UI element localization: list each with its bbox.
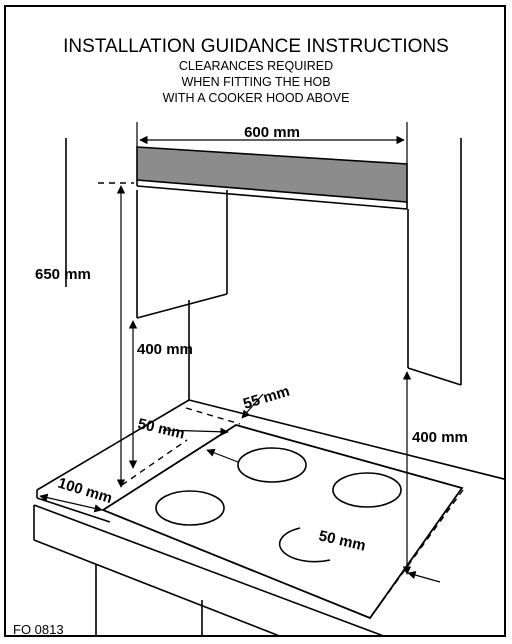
hob-outline xyxy=(100,423,463,619)
dimension-50-left: 50 mm xyxy=(121,415,238,486)
left-side-label: 100 mm xyxy=(55,474,113,507)
diagram-frame: INSTALLATION GUIDANCE INSTRUCTIONS CLEAR… xyxy=(4,5,506,637)
dimension-650: 650 mm xyxy=(35,181,134,488)
left-wall-cabinet xyxy=(64,137,228,400)
right-clearance-label: 400 mm xyxy=(412,429,468,446)
figure-code: FO 0813 xyxy=(13,622,64,637)
left-clearance-label: 400 mm xyxy=(137,341,193,358)
hood-width-label: 600 mm xyxy=(244,124,300,141)
dimension-600: 600 mm xyxy=(135,121,408,164)
dimension-400-left: 400 mm xyxy=(128,319,193,469)
cooker-hood xyxy=(135,145,408,210)
burner-front-left xyxy=(154,489,225,526)
dimension-100: 100 mm xyxy=(38,474,114,512)
subtitle-line-3: WITH A COOKER HOOD ABOVE xyxy=(162,91,349,105)
burner-back-left xyxy=(236,446,307,483)
right-edge-label: 50 mm xyxy=(317,527,367,554)
dimension-50-right: 50 mm xyxy=(317,489,464,618)
left-rear-label: 50 mm xyxy=(136,415,186,442)
hood-height-label: 650 mm xyxy=(35,266,91,283)
rear-clearance-label: 55 mm xyxy=(241,382,291,412)
installation-diagram: INSTALLATION GUIDANCE INSTRUCTIONS CLEAR… xyxy=(13,36,504,637)
hob xyxy=(100,423,463,619)
hood-panel xyxy=(135,145,408,203)
subtitle-line-2: WHEN FITTING THE HOB xyxy=(181,75,330,89)
burner-back-right xyxy=(331,471,402,508)
right-wall xyxy=(406,137,462,386)
dimension-400-right: 400 mm xyxy=(402,370,468,575)
diagram-title: INSTALLATION GUIDANCE INSTRUCTIONS xyxy=(63,36,449,57)
burner-front-right xyxy=(278,526,330,562)
subtitle-line-1: CLEARANCES REQUIRED xyxy=(178,59,332,73)
